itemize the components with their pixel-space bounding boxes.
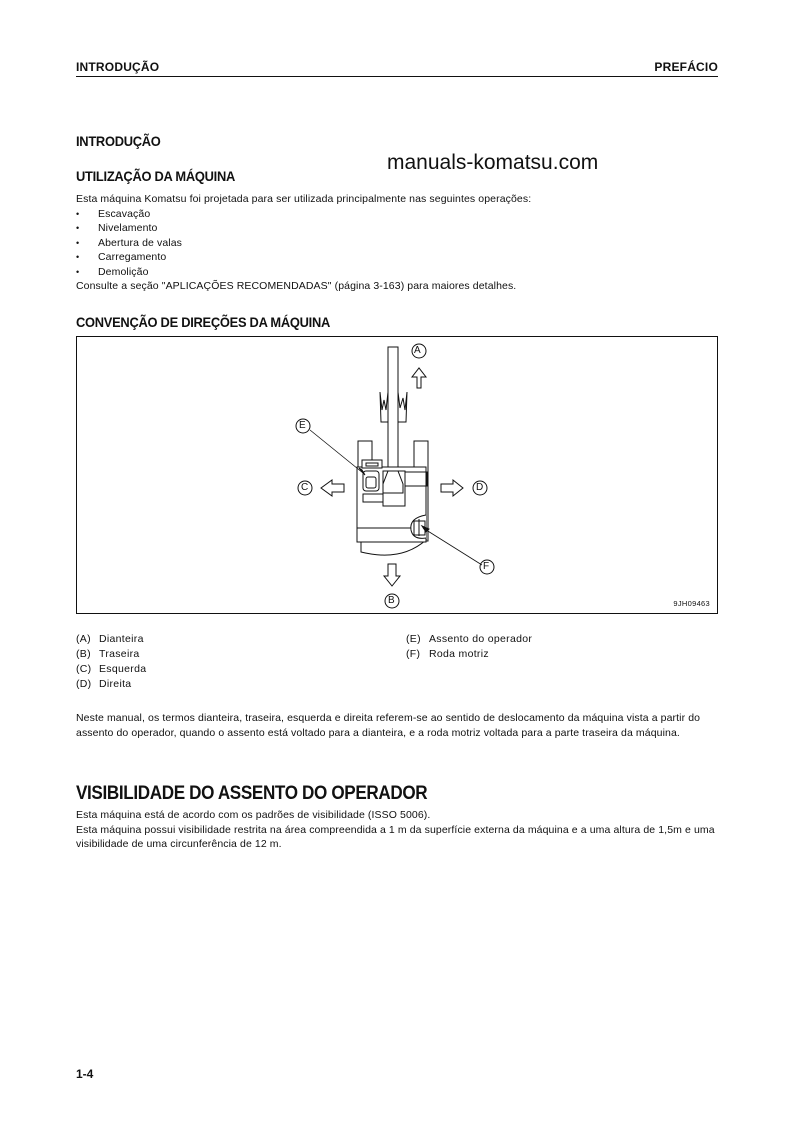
- legend-item: (E)Assento do operador: [406, 633, 533, 645]
- figure-legend-left: (A)Dianteira (B)Traseira (C)Esquerda (D)…: [76, 632, 146, 692]
- list-item: Demolição: [76, 265, 718, 280]
- section-title-direcoes: CONVENÇÃO DE DIREÇÕES DA MÁQUINA: [76, 314, 331, 330]
- usage-intro: Esta máquina Komatsu foi projetada para …: [76, 193, 532, 205]
- page-number: 1-4: [76, 1067, 94, 1081]
- visibility-line-2: Esta máquina possui visibilidade restrit…: [76, 823, 715, 851]
- operations-list: Escavação Nivelamento Abertura de valas …: [76, 207, 718, 280]
- header-divider: [76, 76, 718, 77]
- legend-item: (F)Roda motriz: [406, 648, 489, 660]
- figure-legend-right: (E)Assento do operador (F)Roda motriz: [406, 632, 532, 662]
- callout-f: F: [483, 561, 490, 572]
- callout-b: B: [388, 595, 395, 606]
- section-title-utilizacao: UTILIZAÇÃO DA MÁQUINA: [76, 168, 236, 184]
- callout-e: E: [299, 420, 306, 431]
- machine-direction-figure: A B C D E F 9JH09463: [76, 336, 718, 614]
- usage-reference: Consulte a seção "APLICAÇÕES RECOMENDADA…: [76, 280, 517, 292]
- running-header-left: INTRODUÇÃO: [76, 60, 160, 74]
- section-title-visibilidade: VISIBILIDADE DO ASSENTO DO OPERADOR: [76, 783, 428, 804]
- legend-item: (B)Traseira: [76, 648, 140, 660]
- legend-item: (A)Dianteira: [76, 633, 144, 645]
- usage-section-body: Esta máquina Komatsu foi projetada para …: [76, 192, 718, 294]
- callout-a: A: [414, 345, 421, 356]
- callout-c: C: [301, 482, 309, 493]
- visibility-line-1: Esta máquina está de acordo com os padrõ…: [76, 809, 431, 821]
- list-item: Escavação: [76, 207, 718, 222]
- section-title-introducao: INTRODUÇÃO: [76, 133, 161, 149]
- watermark-text: manuals-komatsu.com: [387, 151, 599, 174]
- legend-item: (D)Direita: [76, 678, 132, 690]
- visibility-body: Esta máquina está de acordo com os padrõ…: [76, 808, 720, 852]
- list-item: Carregamento: [76, 250, 718, 265]
- list-item: Nivelamento: [76, 221, 718, 236]
- running-header-right: PREFÁCIO: [654, 60, 718, 74]
- legend-item: (C)Esquerda: [76, 663, 147, 675]
- directions-paragraph: Neste manual, os termos dianteira, trase…: [76, 712, 701, 739]
- list-item: Abertura de valas: [76, 236, 718, 251]
- machine-top-view-diagram: [295, 343, 495, 609]
- callout-d: D: [476, 482, 484, 493]
- figure-code: 9JH09463: [673, 599, 710, 608]
